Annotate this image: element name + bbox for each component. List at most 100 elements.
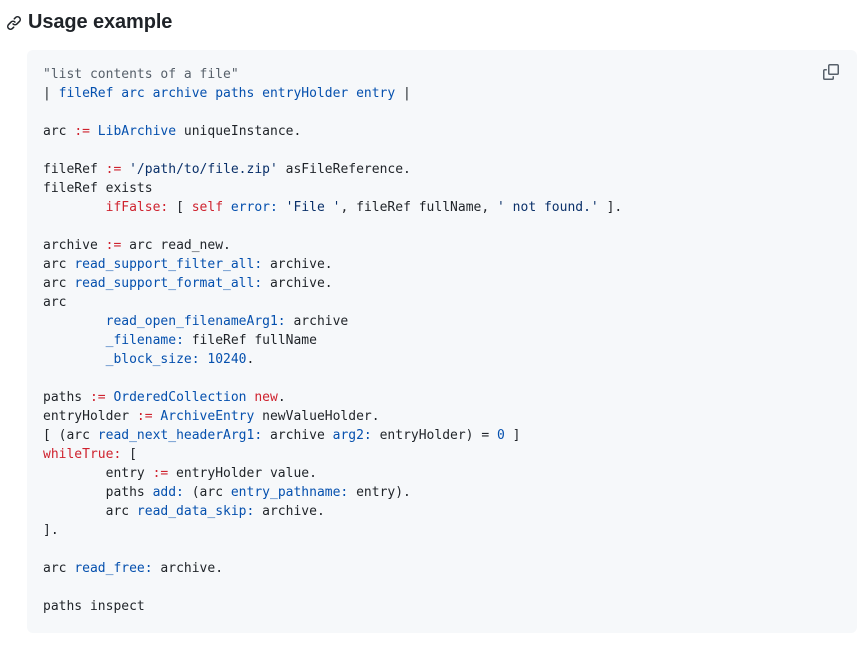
code-line: entry := entryHolder value. (43, 464, 622, 483)
code-token: entry). (348, 485, 411, 500)
code-token: arc (43, 276, 75, 291)
code-token: arc (43, 504, 137, 519)
code-token: archive (262, 428, 333, 443)
code-token: read_support_filter_all: (74, 257, 263, 272)
code-token (43, 200, 106, 215)
code-token: . (246, 352, 255, 367)
code-token: entry_pathname: (230, 485, 349, 500)
code-line: entryHolder := ArchiveEntry newValueHold… (43, 407, 622, 426)
code-token: 'File ' (285, 200, 341, 215)
code-token (278, 200, 286, 215)
code-token (43, 333, 106, 348)
code-line: arc (43, 293, 622, 312)
code-token: read_support_format_all: (74, 276, 263, 291)
code-line (43, 540, 622, 559)
code-token: entryHolder) = (371, 428, 497, 443)
code-token: arc (43, 124, 75, 139)
code-line: arc read_support_format_all: archive. (43, 274, 622, 293)
code-token: , fileRef fullName, (340, 200, 498, 215)
code-token: add: (152, 485, 184, 500)
code-line: [ (arc read_next_headerArg1: archive arg… (43, 426, 622, 445)
code-block: "list contents of a file" | fileRef arc a… (27, 50, 857, 633)
code-line: _block_size: 10240. (43, 350, 622, 369)
code-token: ] (504, 428, 521, 443)
code-token: [ (121, 447, 137, 462)
code-token: := (152, 466, 169, 481)
code-token: arc (43, 561, 75, 576)
code-line: whileTrue: [ (43, 445, 622, 464)
code-token: fileRef fullName (183, 333, 317, 348)
code-token: '/path/to/file.zip' (129, 162, 278, 177)
code-token: . (277, 390, 286, 405)
code-token: read_free: (74, 561, 153, 576)
code-token: := (136, 409, 153, 424)
code-token: read_data_skip: (136, 504, 255, 519)
code-token (121, 162, 129, 177)
code-token (223, 200, 231, 215)
code-token: entryHolder value. (168, 466, 317, 481)
copy-icon (823, 63, 839, 85)
code-token: (arc (183, 485, 231, 500)
code-line: arc := LibArchive uniqueInstance. (43, 122, 622, 141)
code-line (43, 103, 622, 122)
code-token: paths (43, 485, 153, 500)
code-token: arc (43, 295, 67, 310)
code-token: ArchiveEntry (160, 409, 255, 424)
code-content: "list contents of a file" | fileRef arc a… (43, 65, 622, 616)
code-token: newValueHolder. (254, 409, 380, 424)
code-token: entry (43, 466, 153, 481)
code-line: fileRef exists (43, 179, 622, 198)
code-token: := (105, 162, 122, 177)
code-line: "list contents of a file" (43, 65, 622, 84)
code-line (43, 369, 622, 388)
code-token: archive (285, 314, 349, 329)
code-token: fileRef arc archive paths entryHolder en… (58, 86, 396, 101)
code-token: arc (43, 257, 75, 272)
copy-button[interactable] (821, 63, 841, 85)
code-token: error: (230, 200, 278, 215)
link-icon[interactable] (6, 15, 22, 31)
code-token: 10240 (207, 352, 247, 367)
code-line: paths := OrderedCollection new. (43, 388, 622, 407)
code-line (43, 578, 622, 597)
code-line: read_open_filenameArg1: archive (43, 312, 622, 331)
code-token: _block_size: (105, 352, 200, 367)
code-token: ]. (598, 200, 623, 215)
code-token (43, 352, 106, 367)
code-token: | (43, 86, 59, 101)
code-token: _filename: (105, 333, 184, 348)
code-line: paths add: (arc entry_pathname: entry). (43, 483, 622, 502)
code-line: archive := arc read_new. (43, 236, 622, 255)
code-line: ]. (43, 521, 622, 540)
code-token: | (395, 86, 411, 101)
code-token: LibArchive (97, 124, 177, 139)
code-token: 0 (497, 428, 505, 443)
code-token: := (74, 124, 90, 139)
code-token: whileTrue: (43, 447, 122, 462)
code-token: read_open_filenameArg1: (105, 314, 286, 329)
code-token: archive. (152, 561, 224, 576)
code-token: asFileReference. (277, 162, 411, 177)
section-title: Usage example (28, 10, 173, 33)
code-token: uniqueInstance. (176, 124, 302, 139)
code-token: ' not found.' (497, 200, 599, 215)
code-line: _filename: fileRef fullName (43, 331, 622, 350)
code-line: arc read_support_filter_all: archive. (43, 255, 622, 274)
code-line (43, 141, 622, 160)
code-token (90, 124, 98, 139)
code-token: arc read_new. (121, 238, 231, 253)
code-token: entryHolder (43, 409, 137, 424)
code-line: arc read_data_skip: archive. (43, 502, 622, 521)
code-token: [ (168, 200, 192, 215)
code-token: self (191, 200, 224, 215)
code-line: arc read_free: archive. (43, 559, 622, 578)
code-token: := (105, 238, 122, 253)
code-token: new (254, 390, 278, 405)
code-line: fileRef := '/path/to/file.zip' asFileRef… (43, 160, 622, 179)
code-token: read_next_headerArg1: (97, 428, 263, 443)
code-token: "list contents of a file" (43, 67, 239, 82)
code-token: fileRef exists (43, 181, 153, 196)
code-token: archive. (254, 504, 325, 519)
code-token: paths (43, 390, 90, 405)
code-token: := (89, 390, 106, 405)
